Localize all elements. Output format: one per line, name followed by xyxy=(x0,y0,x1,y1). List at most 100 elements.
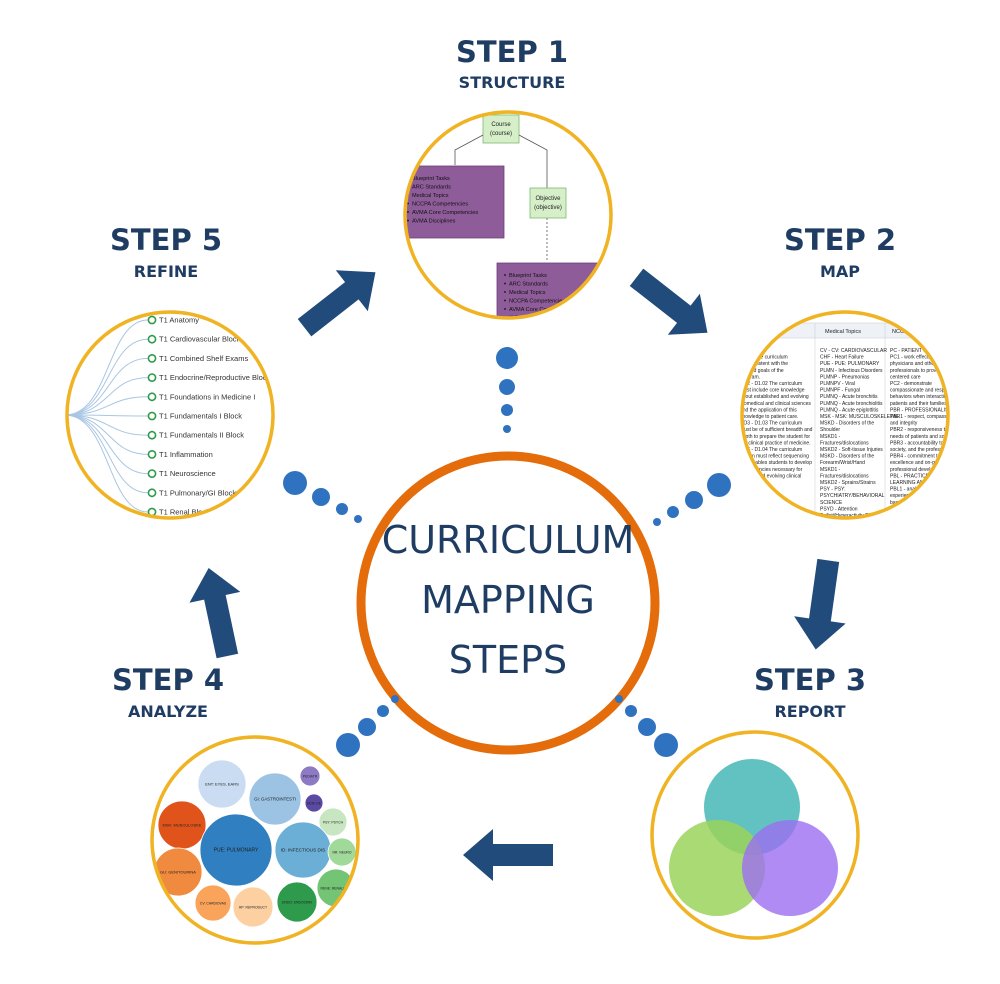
tree-node[interactable] xyxy=(147,315,157,325)
map-cell: MSKD - Disorders of the xyxy=(820,421,874,427)
map-cell: compassionate and respect xyxy=(890,388,952,394)
dot xyxy=(377,705,389,717)
bubble-label: ENT: EYES, EARS xyxy=(205,782,239,787)
step-4-ring xyxy=(150,735,360,945)
tree-node[interactable] xyxy=(147,430,157,440)
tree-node[interactable] xyxy=(147,411,157,421)
bullet xyxy=(407,202,409,205)
map-cell: MSKD1 - xyxy=(820,467,841,473)
tree-node[interactable] xyxy=(147,353,157,363)
outcome-list-2-item: AVMA Core Competencies xyxy=(509,307,575,313)
map-cell: PC1 - work effectively xyxy=(890,355,939,361)
map-cell: current and evolving clinical xyxy=(740,473,801,479)
map-cell: PBR - PROFESSIONALISM xyxy=(890,407,953,413)
dot xyxy=(391,695,399,703)
step-3-ring xyxy=(650,730,860,940)
step-2-ring xyxy=(740,310,950,520)
bubble-label: ENDO: ENDOCRIN xyxy=(282,901,312,905)
objective-node-type: (objective) xyxy=(534,205,562,211)
map-cell: PBR1 - respect, compassion xyxy=(890,414,954,420)
venn-circle-green xyxy=(669,820,765,916)
bullet xyxy=(407,219,409,222)
map-cell: PC - PATIENT CARE xyxy=(890,348,938,354)
outcome-list-1-item: ARC Standards xyxy=(412,185,451,191)
dot xyxy=(358,718,376,736)
map-cell: the clinical practice of medicine. xyxy=(740,440,811,446)
dot xyxy=(336,503,348,515)
outcome-list-1-item: NCCPA Competencies xyxy=(412,202,468,208)
map-cell: and the application of this xyxy=(740,407,797,413)
step-3-subtitle: REPORT xyxy=(774,702,845,721)
bubble-label: RENE: RENAL/GEN xyxy=(321,887,352,891)
bullet xyxy=(504,308,506,310)
bubble-label: ID: INFECTIOUS DIS xyxy=(281,848,326,853)
map-cell: about established and evolving xyxy=(740,394,809,400)
dot xyxy=(653,518,661,526)
tree-node[interactable] xyxy=(147,392,157,402)
step-1-heading: STEP 1 STRUCTURE xyxy=(456,35,568,92)
map-cell: D1.01 The curriculum xyxy=(740,355,788,361)
step-1-title: STEP 1 xyxy=(456,35,568,69)
map-cell: PSY - PSY: xyxy=(820,487,845,493)
tree-node[interactable] xyxy=(147,469,157,478)
bubble-label: DEM: DE xyxy=(307,802,322,806)
map-cell: PBR3 - accountability to pat xyxy=(890,440,952,446)
step-1-structure-thumbnail: Course (course) Objective (objective) Bl… xyxy=(403,110,613,320)
map-cell: knowledge to patient care. xyxy=(740,414,798,420)
map-cell: Deficit/Hyperactivity Disorder xyxy=(820,513,885,519)
tree-node-label: T1 Fundamentals II Block xyxy=(159,431,244,440)
outcome-list-2-item: Blueprint Tasks xyxy=(509,273,547,279)
dot xyxy=(283,471,307,495)
tree-node-label: T1 Renal Block xyxy=(159,508,210,517)
tree-node[interactable] xyxy=(147,449,157,459)
map-cell: that enables students to develop xyxy=(740,460,812,466)
flow-arrows xyxy=(189,268,846,881)
map-cell: PLMNQ - Acute bronchitis xyxy=(820,394,878,400)
bubble xyxy=(304,793,324,813)
dot xyxy=(654,733,678,757)
map-cell: PSYD - Attention xyxy=(820,506,858,512)
tree-node-label: T1 Combined Shelf Exams xyxy=(159,354,248,363)
tree-link xyxy=(67,338,149,416)
map-cell: LEARNING AND IMP xyxy=(890,480,938,486)
map-cell: PUE - PUE: PULMONARY xyxy=(820,361,880,367)
connector-dots xyxy=(283,347,731,757)
step-3-heading: STEP 3 REPORT xyxy=(754,663,866,721)
map-cell: PSYCHIATRY/BEHAVIORAL xyxy=(820,493,885,499)
dot xyxy=(354,515,362,523)
map-cell: patients and their families xyxy=(890,401,947,407)
step-1-ring xyxy=(403,110,613,320)
map-cell: PLMN - Infectious Disorders xyxy=(820,368,883,374)
arrow-step3-to-step4 xyxy=(463,829,553,881)
bubble-label: GU: GENITOURINA xyxy=(160,870,196,875)
step-3-title: STEP 3 xyxy=(754,663,866,697)
bubble-label: PEDIATR xyxy=(303,775,318,779)
bubble xyxy=(248,772,302,826)
map-cell: EO3 - D1.03 The curriculum xyxy=(740,421,802,427)
map-cell: EO2 - D1.02 The curriculum xyxy=(740,381,802,387)
dot xyxy=(501,404,513,416)
map-cell: PBL - PRACTICE-BASE xyxy=(890,473,945,479)
map-cell: society, and the profession xyxy=(890,447,949,453)
dot xyxy=(625,705,637,717)
bubble xyxy=(197,759,247,809)
tree-link xyxy=(67,414,149,513)
outcome-list-1-item: Blueprint Tasks xyxy=(412,176,450,182)
bullet xyxy=(504,282,506,285)
center-line-2: MAPPING xyxy=(421,578,595,622)
outcome-list-1-item: Medical Topics xyxy=(412,193,449,199)
center-line-1: CURRICULUM xyxy=(382,518,635,562)
map-cell: Forearm/Wrist/Hand xyxy=(820,460,865,466)
map-cell: program. xyxy=(740,374,760,380)
tree-node[interactable] xyxy=(147,373,157,382)
map-cell: Disorder (Autistic Disorder) xyxy=(820,526,880,532)
map-cell: CV - CV: CARDIOVASCULAR xyxy=(820,348,887,354)
tree-node[interactable] xyxy=(147,488,157,498)
tree-node[interactable] xyxy=(147,334,157,344)
objective-node-label: Objective xyxy=(535,196,561,202)
map-cell: be consistent with the xyxy=(740,361,788,367)
dot xyxy=(312,488,330,506)
map-cell: PLMNQ - Acute bronchiolitis xyxy=(820,401,883,407)
bubble xyxy=(194,884,232,922)
